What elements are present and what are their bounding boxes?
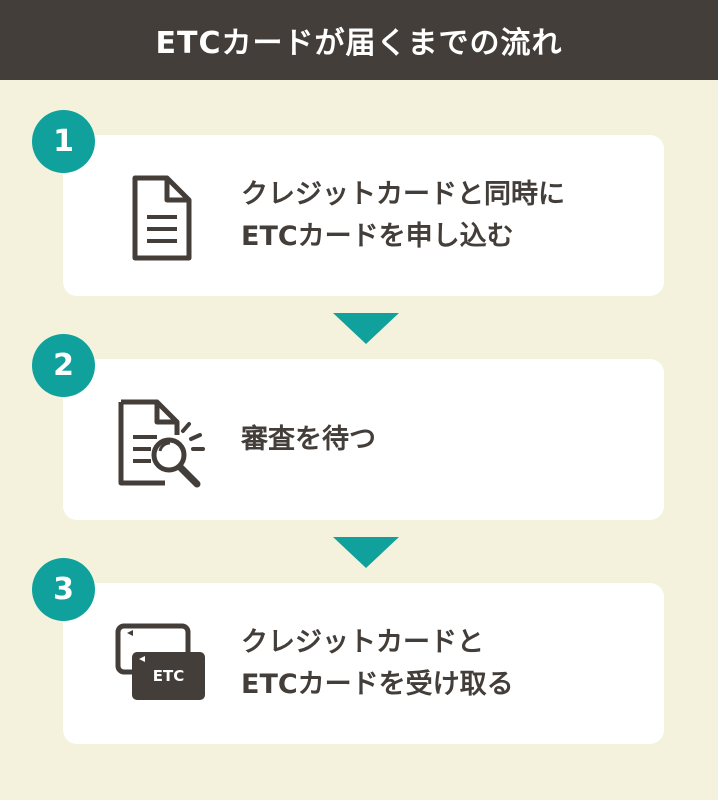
step-card-2: 審査を待つ (63, 359, 664, 520)
step-number-3: 3 (32, 558, 95, 621)
step-text-line: ETCカードを受け取る (241, 668, 514, 700)
step-text-line: 審査を待つ (241, 423, 376, 455)
step-card-3: ETC クレジットカードと ETCカードを受け取る (63, 583, 664, 744)
step-card-1: クレジットカードと同時に ETCカードを申し込む (63, 135, 664, 296)
down-arrow-icon (333, 313, 399, 344)
step-text: クレジットカードと同時に ETCカードを申し込む (241, 135, 651, 296)
step-number-2: 2 (32, 334, 95, 397)
step-text-line: クレジットカードと (241, 626, 484, 658)
page-title: ETCカードが届くまでの流れ (0, 0, 718, 80)
etc-card-label: ETC (152, 667, 185, 685)
etc-card-icon (115, 623, 205, 700)
document-search-icon (118, 399, 205, 488)
step-text-line: クレジットカードと同時に (241, 178, 565, 210)
step-number-1: 1 (32, 110, 95, 173)
document-icon (132, 175, 192, 261)
step-text: 審査を待つ (241, 359, 651, 520)
step-text: クレジットカードと ETCカードを受け取る (241, 583, 651, 744)
step-text-line: ETCカードを申し込む (241, 220, 514, 252)
down-arrow-icon (333, 537, 399, 568)
